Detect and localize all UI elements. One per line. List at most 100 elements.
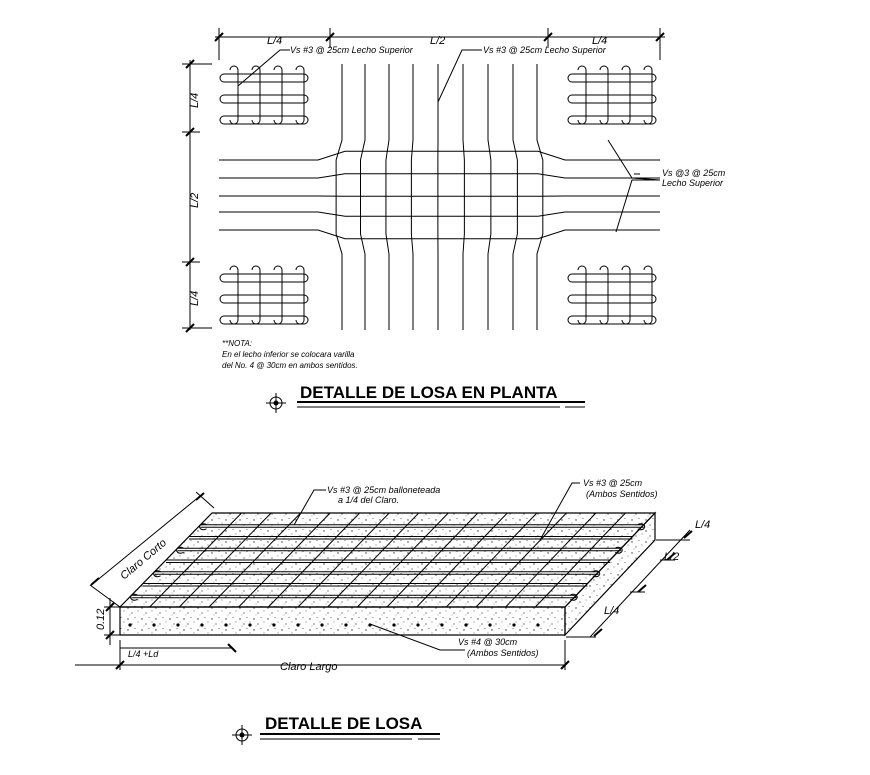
plan-horizontal-bar (219, 150, 660, 161)
corner-horizontal-bar (567, 115, 657, 125)
plan-vertical-bar (536, 64, 544, 330)
iso-dim-r1: L/4 (695, 519, 710, 531)
iso-dim-r2: L/2 (664, 551, 679, 563)
iso-trans-bar (267, 512, 361, 608)
iso-trans-bar (475, 512, 567, 608)
iso-trans-bar (327, 512, 420, 608)
corner-horizontal-bar (219, 273, 309, 283)
plan-vertical-bar (335, 64, 343, 330)
iso-trans-bar (534, 512, 626, 608)
iso-bar-end (128, 623, 132, 627)
iso-dimensions (75, 491, 693, 670)
iso-view (75, 482, 693, 670)
plan-dim-left-mid: L/2 (189, 193, 201, 208)
iso-callout-right-2: (Ambos Sentidos) (586, 489, 658, 499)
corner-horizontal-bar (219, 294, 309, 304)
plan-vertical-bar (385, 64, 390, 330)
iso-trans-bar (178, 512, 272, 608)
plan-horizontal-bar (219, 211, 660, 217)
iso-hook (153, 570, 161, 578)
iso-hook (614, 546, 623, 554)
plan-horizontal-bar (219, 173, 660, 179)
iso-trans-bar (505, 512, 597, 608)
iso-trans-bar (238, 512, 331, 608)
iso-bar-end (392, 623, 396, 627)
iso-bar-end (464, 623, 468, 627)
plan-vertical-bars (335, 64, 544, 330)
iso-bar-end (536, 623, 540, 627)
plan-vertical-bar (410, 64, 414, 330)
corner-mesh-bottom-left (219, 265, 309, 325)
plan-dim-top-right: L/4 (592, 35, 607, 47)
iso-callout-top-1: Vs #3 @ 25cm balloneteada (327, 485, 440, 495)
plan-leaders (237, 49, 661, 233)
iso-title-block (232, 725, 440, 745)
plan-title: DETALLE DE LOSA EN PLANTA (300, 383, 558, 402)
corner-mesh-top-left (219, 65, 309, 125)
corner-mesh-top-right (567, 65, 657, 125)
iso-bar-end (488, 623, 492, 627)
iso-dim-r3: L/4 (604, 605, 619, 617)
slab-right-face (564, 511, 656, 637)
slab-front-face (119, 606, 566, 636)
plan-dim-top-mid: L/2 (430, 35, 445, 47)
iso-trans-bar (416, 512, 508, 608)
plan-note-line2: del No. 4 @ 30cm en ambos sentidos. (222, 361, 358, 370)
corner-horizontal-bar (219, 315, 309, 325)
iso-bar-end (248, 623, 252, 627)
corner-horizontal-bar (567, 73, 657, 83)
iso-hook (176, 546, 184, 554)
plan-horizontal-bars (219, 150, 660, 240)
plan-vertical-bar (512, 64, 518, 330)
iso-bar-end (416, 623, 420, 627)
iso-hook (569, 593, 578, 601)
corner-horizontal-bar (567, 294, 657, 304)
plan-vertical-bar (462, 64, 465, 330)
corner-horizontal-bar (219, 115, 309, 125)
plan-title-block (266, 393, 585, 413)
iso-trans-bar (356, 512, 449, 608)
iso-callout-bottom-2: (Ambos Sentidos) (467, 648, 539, 658)
iso-title: DETALLE DE LOSA (265, 714, 422, 733)
iso-thickness: 0.12 (95, 609, 107, 630)
plan-note-line1: En el lecho inferior se colocara varilla (222, 350, 355, 359)
iso-rebar-grid (128, 512, 646, 627)
iso-trans-bar (445, 512, 538, 608)
plan-callout-top-left: Vs #3 @ 25cm Lecho Superior (290, 45, 414, 55)
iso-trans-bar (297, 512, 390, 608)
plan-callout-top-right: Vs #3 @ 25cm Lecho Superior (483, 45, 607, 55)
iso-bar-end (152, 623, 156, 627)
corner-horizontal-bar (219, 94, 309, 104)
iso-callout-right-1: Vs #3 @ 25cm (583, 478, 643, 488)
iso-dim-l4-ld: L/4 +Ld (128, 649, 159, 659)
plan-note-title: **NOTA: (222, 339, 252, 348)
plan-vertical-bar (487, 64, 492, 330)
iso-bar-end (512, 623, 516, 627)
iso-trans-bar (386, 512, 479, 608)
iso-bar-end (344, 623, 348, 627)
iso-claro-largo: Claro Largo (280, 661, 337, 673)
corner-mesh-bottom-right (567, 265, 657, 325)
iso-trans-bar (149, 512, 242, 608)
iso-trans-bar (208, 512, 301, 608)
plan-dim-left-top: L/4 (189, 93, 201, 108)
corner-horizontal-bar (567, 315, 657, 325)
plan-left-dimension (182, 59, 212, 333)
iso-bar-end (176, 623, 180, 627)
corner-horizontal-bar (567, 94, 657, 104)
iso-bar-end (320, 623, 324, 627)
iso-hook (637, 523, 646, 531)
iso-bar-end (440, 623, 444, 627)
iso-bar-end (200, 623, 204, 627)
corner-horizontal-bar (567, 273, 657, 283)
plan-callout-right-1: Vs @3 @ 25cm (662, 168, 726, 178)
plan-dim-top-left: L/4 (267, 35, 282, 47)
plan-view (182, 28, 665, 333)
corner-horizontal-bar (219, 73, 309, 83)
iso-bar-end (224, 623, 228, 627)
iso-leaders (293, 482, 580, 651)
iso-bar-end (368, 623, 372, 627)
iso-callout-top-2: a 1/4 del Claro. (338, 495, 399, 505)
iso-hook (592, 570, 601, 578)
